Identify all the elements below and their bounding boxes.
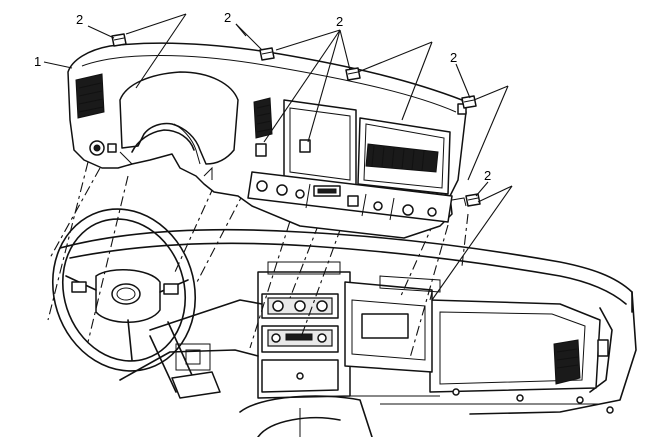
instrument-panel-assembly	[59, 228, 637, 437]
instrument-panel-trim-bezel	[67, 42, 467, 239]
callout-2-lower-right: 2	[484, 168, 491, 183]
callout-2-right: 2	[450, 50, 457, 65]
callout-1: 1	[34, 54, 41, 69]
steering-wheel	[51, 208, 221, 399]
hvac-control-unit	[267, 297, 333, 315]
right-air-vent	[553, 339, 581, 385]
left-air-vent	[75, 73, 105, 119]
retainer-clip	[345, 67, 361, 81]
callout-leaders	[43, 13, 513, 301]
retainer-clip	[461, 95, 477, 109]
retainer-clip	[111, 33, 127, 47]
retainer-clip	[465, 193, 481, 207]
callout-2-center: 2	[336, 14, 343, 29]
retainer-clip	[259, 47, 275, 61]
switch-row	[247, 171, 453, 223]
alignment-lines	[47, 161, 469, 359]
center-left-air-vent	[253, 97, 273, 139]
callout-labels: 1 2 2 2 2 2	[34, 10, 491, 183]
headlamp-switch	[89, 140, 117, 156]
callout-2-top-left: 2	[76, 12, 83, 27]
radio-unit	[267, 329, 333, 347]
callout-2-upper-center: 2	[224, 10, 231, 25]
retainer-clips	[111, 33, 481, 207]
center-right-air-vent	[365, 143, 439, 173]
